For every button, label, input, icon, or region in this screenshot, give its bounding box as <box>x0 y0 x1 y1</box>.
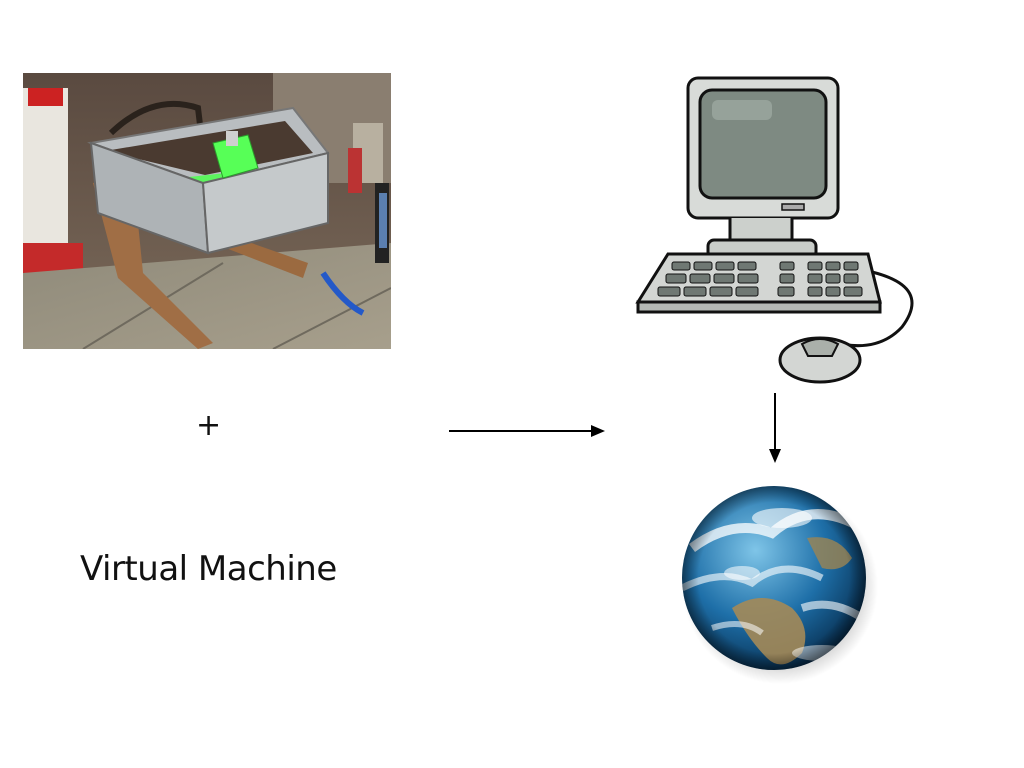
cnc-machine-photo <box>23 73 391 349</box>
arrow-right-icon <box>449 425 605 437</box>
virtual-machine-label: Virtual Machine <box>80 549 337 589</box>
arrow-down-icon <box>769 393 781 463</box>
earth-globe-icon <box>682 486 878 684</box>
desktop-computer-icon <box>635 76 914 384</box>
plus-sign: + <box>196 408 222 443</box>
